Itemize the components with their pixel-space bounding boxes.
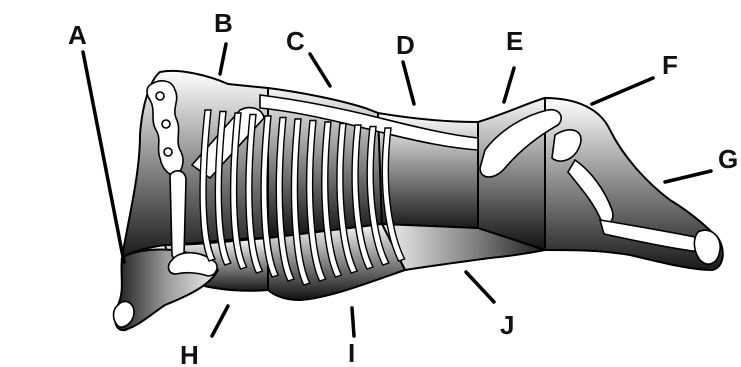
leader-h: [212, 306, 228, 336]
leader-d: [403, 62, 414, 104]
leader-f: [592, 78, 653, 104]
vertebra: [164, 148, 172, 156]
leader-b: [220, 44, 226, 74]
label-h: H: [180, 340, 199, 367]
leader-e: [504, 68, 514, 102]
label-j: J: [500, 310, 514, 340]
leader-i: [352, 308, 354, 336]
humerus-bone: [170, 171, 186, 260]
leader-a: [83, 52, 124, 262]
label-i: I: [348, 338, 355, 367]
vertebra: [162, 120, 170, 128]
leader-g: [665, 171, 711, 182]
label-a: A: [68, 20, 87, 50]
label-e: E: [506, 26, 523, 56]
label-d: D: [396, 30, 415, 60]
label-b: B: [214, 8, 233, 38]
label-f: F: [662, 50, 678, 80]
label-g: G: [718, 144, 738, 174]
leader-c: [310, 54, 330, 86]
vertebra: [156, 92, 164, 100]
label-c: C: [286, 26, 305, 56]
leader-j: [466, 272, 494, 302]
